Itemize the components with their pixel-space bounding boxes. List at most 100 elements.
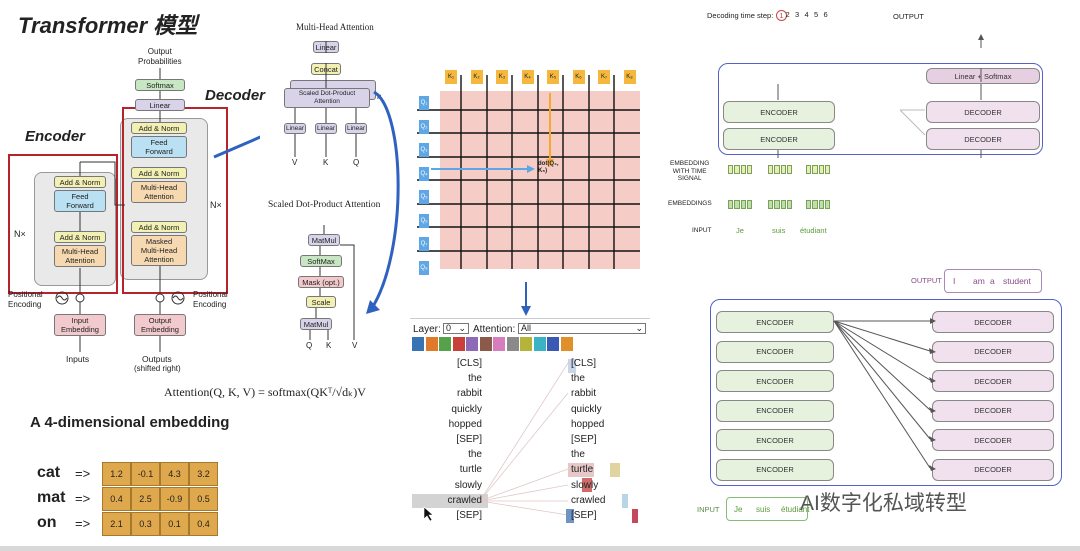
dec-feed-forward: Feed Forward bbox=[131, 136, 187, 158]
embedding-cell: 0.3 bbox=[131, 512, 160, 536]
token-right[interactable]: crawled bbox=[571, 494, 606, 506]
head-color-swatch[interactable] bbox=[466, 337, 478, 351]
query-label: Q₄ bbox=[419, 166, 429, 181]
embedding-cell: 4.3 bbox=[160, 462, 189, 486]
head-color-swatch[interactable] bbox=[520, 337, 532, 351]
token-left[interactable]: crawled bbox=[447, 494, 482, 506]
head-color-swatch[interactable] bbox=[560, 337, 573, 351]
token-left[interactable]: the bbox=[468, 449, 482, 461]
head-color-swatch[interactable] bbox=[439, 337, 451, 351]
token-right[interactable]: quickly bbox=[571, 403, 602, 415]
layer-label: Layer: bbox=[413, 324, 441, 335]
vector-cell bbox=[734, 200, 740, 209]
token-right[interactable]: hopped bbox=[571, 418, 605, 430]
attention-formula: Attention(Q, K, V) = softmax(QKᵀ/√dₖ)V bbox=[164, 385, 366, 399]
sdpa-v: V bbox=[352, 341, 358, 350]
head-color-swatch[interactable] bbox=[425, 337, 438, 351]
vector-cell bbox=[786, 165, 792, 174]
time-step[interactable]: 3 bbox=[795, 10, 800, 19]
mha-title: Multi-Head Attention bbox=[296, 22, 374, 32]
head-color-swatch[interactable] bbox=[479, 337, 492, 351]
token-right[interactable]: turtle bbox=[571, 464, 594, 476]
sdpa-softmax: SoftMax bbox=[300, 255, 342, 267]
dot-product-label: dot(Q₄, K₅) bbox=[538, 161, 559, 174]
key-label: K₈ bbox=[623, 70, 636, 84]
attn-cell bbox=[632, 509, 638, 523]
embedding-arrow: => bbox=[75, 516, 91, 531]
query-label: Q₅ bbox=[419, 190, 429, 204]
head-color-swatch[interactable] bbox=[412, 337, 424, 351]
embedding-word: on bbox=[37, 514, 57, 531]
sdpa-mask: Mask (opt.) bbox=[298, 276, 344, 288]
attention-select[interactable]: All⌄ bbox=[518, 323, 646, 334]
embedding-vector bbox=[728, 165, 752, 174]
outputs-sub-label: (shifted right) bbox=[134, 364, 181, 373]
decoding-connectors bbox=[777, 34, 984, 158]
token-right[interactable]: rabbit bbox=[571, 388, 597, 400]
bottom-bar bbox=[0, 546, 1080, 551]
stack-connectors bbox=[833, 318, 936, 471]
stack-input-word: étudiant bbox=[781, 505, 810, 514]
time-step[interactable]: 5 bbox=[814, 10, 819, 19]
attn-cell bbox=[566, 509, 574, 523]
head-color-swatch[interactable] bbox=[533, 337, 546, 351]
dec-addnorm-2: Add & Norm bbox=[131, 167, 187, 179]
time-step[interactable]: 2 bbox=[785, 10, 790, 19]
cursor-icon bbox=[423, 506, 434, 522]
key-label: K₁ bbox=[445, 70, 457, 84]
output-embedding: Output Embedding bbox=[134, 314, 186, 336]
time-step[interactable]: 1 bbox=[776, 10, 787, 21]
encoder-heading: Encoder bbox=[25, 128, 86, 145]
token-left[interactable]: [SEP] bbox=[456, 510, 482, 521]
encoder-highlight bbox=[8, 154, 118, 294]
stack-input-label: INPUT bbox=[697, 505, 720, 514]
vector-cell bbox=[728, 200, 734, 209]
key-label: K₇ bbox=[598, 70, 610, 84]
input-word: étudiant bbox=[800, 226, 827, 235]
stack-output-label: OUTPUT bbox=[911, 276, 942, 285]
token-left[interactable]: hopped bbox=[448, 418, 482, 430]
embedding-cell: 2.1 bbox=[102, 512, 131, 536]
head-color-swatch[interactable] bbox=[493, 337, 505, 351]
output-sentence-box bbox=[944, 269, 1042, 293]
embedding-cell: 1.2 bbox=[102, 462, 131, 486]
stack-decoder: DECODER bbox=[932, 370, 1054, 392]
token-left[interactable]: rabbit bbox=[456, 388, 482, 400]
dec-softmax: Softmax bbox=[135, 79, 185, 91]
token-left[interactable]: the bbox=[468, 373, 482, 385]
mha-v: V bbox=[292, 158, 298, 167]
time-step-label: Decoding time step: bbox=[707, 11, 774, 20]
stack-frame bbox=[710, 299, 1062, 486]
token-right[interactable]: slowly bbox=[571, 479, 599, 491]
token-right[interactable]: the bbox=[571, 449, 585, 461]
sdpa-matmul-bottom: MatMul bbox=[300, 318, 332, 330]
token-right[interactable]: [SEP] bbox=[571, 510, 597, 521]
mha-sdpa: Scaled Dot-Product Attention bbox=[284, 88, 370, 108]
token-left[interactable]: [CLS] bbox=[456, 358, 482, 369]
head-color-swatch[interactable] bbox=[547, 337, 559, 351]
token-left[interactable]: quickly bbox=[451, 403, 482, 415]
token-right[interactable]: the bbox=[571, 373, 585, 385]
query-label: Q₁ bbox=[419, 96, 429, 110]
head-color-swatch[interactable] bbox=[506, 337, 519, 351]
head-color-swatch[interactable] bbox=[452, 337, 465, 351]
token-left[interactable]: slowly bbox=[454, 479, 482, 491]
key-label: K₃ bbox=[496, 70, 508, 84]
token-left[interactable]: [SEP] bbox=[456, 434, 482, 445]
stack-encoder: ENCODER bbox=[716, 458, 834, 481]
layer-select[interactable]: 0⌄ bbox=[443, 323, 469, 334]
outputs-label: Outputs bbox=[142, 354, 172, 364]
output-word: student bbox=[1003, 276, 1031, 286]
embedding-vector bbox=[768, 165, 792, 174]
time-step[interactable]: 4 bbox=[804, 10, 809, 19]
top-encoder-1: ENCODER bbox=[723, 101, 835, 123]
time-step[interactable]: 6 bbox=[823, 10, 828, 19]
query-label: Q₈ bbox=[419, 260, 429, 275]
encoder-decoder-frame bbox=[718, 63, 1043, 155]
output-probabilities: Output Probabilities bbox=[138, 47, 182, 66]
attention-grid-lines bbox=[417, 75, 640, 269]
query-label: Q₇ bbox=[419, 237, 429, 251]
token-left[interactable]: turtle bbox=[459, 464, 482, 476]
token-right[interactable]: [CLS] bbox=[571, 358, 597, 369]
token-right[interactable]: [SEP] bbox=[571, 434, 597, 445]
